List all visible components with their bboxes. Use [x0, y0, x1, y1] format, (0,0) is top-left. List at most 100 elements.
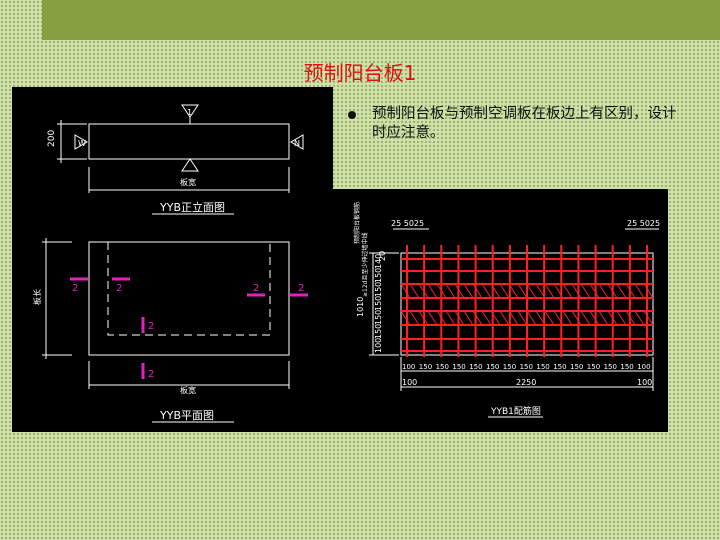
- bottom-dim-text: 100: [637, 363, 650, 371]
- top-right-dims: 25 5025: [627, 219, 660, 228]
- bottom-dim-text: 150: [436, 363, 449, 371]
- rebar-hatch: [490, 310, 501, 326]
- rebar-hatch: [454, 310, 465, 326]
- bottom-dim-text: 150: [503, 363, 516, 371]
- rebar-hatch: [580, 283, 591, 299]
- rebar-hatch: [400, 310, 411, 326]
- rebar-hatch: [499, 310, 510, 326]
- top-left-dims: 25 5025: [391, 219, 424, 228]
- rebar-hatch: [427, 283, 438, 299]
- rebar-hatch: [526, 310, 537, 326]
- elevation-outline: [88, 123, 290, 160]
- plan-width-label: 板宽: [180, 385, 196, 395]
- plan-outline: [88, 241, 290, 356]
- rebar-hatch: [571, 310, 582, 326]
- rebar-hatch: [607, 283, 618, 299]
- rebar-hatch: [499, 283, 510, 299]
- rebar-hatch: [625, 283, 636, 299]
- elevation-caption: YYB正立面图: [159, 200, 225, 214]
- bottom-dim-text: 100: [402, 363, 415, 371]
- bullet-dot-icon: [348, 111, 356, 119]
- rebar-hatch: [481, 283, 492, 299]
- plan-length-label: 板长: [32, 289, 42, 305]
- rebar-hatch: [472, 310, 483, 326]
- rebar-hatch: [409, 310, 420, 326]
- rebar-hatch: [643, 310, 654, 326]
- rebar-hatch: [508, 283, 519, 299]
- bottom-dim-text: 150: [536, 363, 549, 371]
- bottom-dim-text: 150: [587, 363, 600, 371]
- rebar-hatch: [472, 283, 483, 299]
- rebar-hatch: [598, 310, 609, 326]
- top-accent-bar: [42, 0, 720, 40]
- section-label-2f: 2: [148, 369, 154, 380]
- rebar-hatch: [589, 283, 600, 299]
- rebar-hatch: [436, 283, 447, 299]
- rebar-hatch: [535, 283, 546, 299]
- rebar-hatch: [598, 283, 609, 299]
- vertical-dim-text: 100: [374, 338, 383, 353]
- rebar-hatch: [634, 310, 645, 326]
- mark-w: W: [78, 139, 86, 148]
- vertical-dim-text: 150: [374, 310, 383, 325]
- section-mark-1-top: 1: [187, 108, 192, 117]
- rebar-hatch: [544, 283, 555, 299]
- rebar-grid: [400, 245, 654, 357]
- rebar-hatch: [463, 283, 474, 299]
- rebar-hatch: [625, 310, 636, 326]
- vertical-dim-text: 150: [374, 268, 383, 283]
- rebar-hatch: [418, 310, 429, 326]
- rebar-hatch: [427, 310, 438, 326]
- end-dim-right: 100: [637, 378, 652, 387]
- rebar-hatch: [643, 283, 654, 299]
- bottom-dim-text: 150: [469, 363, 482, 371]
- bottom-dim-text: 150: [486, 363, 499, 371]
- slide-title: 预制阳台板1: [303, 61, 417, 85]
- rebar-hatch: [571, 283, 582, 299]
- rebar-hatch: [445, 283, 456, 299]
- plan-caption: YYB平面图: [159, 409, 214, 422]
- dim-20: 20: [378, 251, 387, 261]
- section-label-2a: 2: [72, 283, 78, 294]
- rebar-hatch: [553, 283, 564, 299]
- rebar-hatch: [607, 310, 618, 326]
- vertical-note-2: ≥12d且至少伸过墙中线: [361, 233, 369, 297]
- dim-1010: 1010: [356, 297, 365, 317]
- rebar-hatch: [445, 310, 456, 326]
- rebar-hatch: [562, 283, 573, 299]
- rebar-hatch: [436, 310, 447, 326]
- cad-drawing-left: 200 1 W N 板宽 YYB正立面图 板长 板宽 YYB平面图 2 2 2 …: [12, 87, 333, 432]
- bottom-dim-text: 150: [520, 363, 533, 371]
- rebar-hatch: [517, 310, 528, 326]
- rebar-hatch: [463, 310, 474, 326]
- section-label-2b: 2: [116, 283, 122, 294]
- rebar-hatch: [634, 283, 645, 299]
- elev-width-label: 板宽: [180, 177, 196, 187]
- rebar-hatch: [535, 310, 546, 326]
- rebar-hatch: [409, 283, 420, 299]
- rebar-hatch: [490, 283, 501, 299]
- bottom-dim-text: 150: [604, 363, 617, 371]
- end-dim-left: 100: [402, 378, 417, 387]
- section-label-2d: 2: [298, 283, 304, 294]
- bottom-dim-text: 150: [620, 363, 633, 371]
- vertical-dim-text: 150: [374, 324, 383, 339]
- vertical-dim-text: 140: [374, 254, 383, 269]
- rebar-hatch: [553, 310, 564, 326]
- rebar-hatch: [481, 310, 492, 326]
- bottom-dim-text: 150: [553, 363, 566, 371]
- mark-n: N: [294, 139, 300, 148]
- rebar-hatch: [580, 310, 591, 326]
- bullet-item: 预制阳台板与预制空调板在板边上有区别，设计时应注意。: [348, 105, 688, 143]
- section-label-2e: 2: [148, 321, 154, 332]
- cad-left-svg: 200 1 W N 板宽 YYB正立面图 板长 板宽 YYB平面图 2 2 2 …: [32, 104, 308, 423]
- dim-200: 200: [47, 130, 57, 147]
- rebar-hatch: [526, 283, 537, 299]
- vertical-dim-text: 150: [374, 296, 383, 311]
- rebar-hatch: [454, 283, 465, 299]
- rebar-hatch: [616, 310, 627, 326]
